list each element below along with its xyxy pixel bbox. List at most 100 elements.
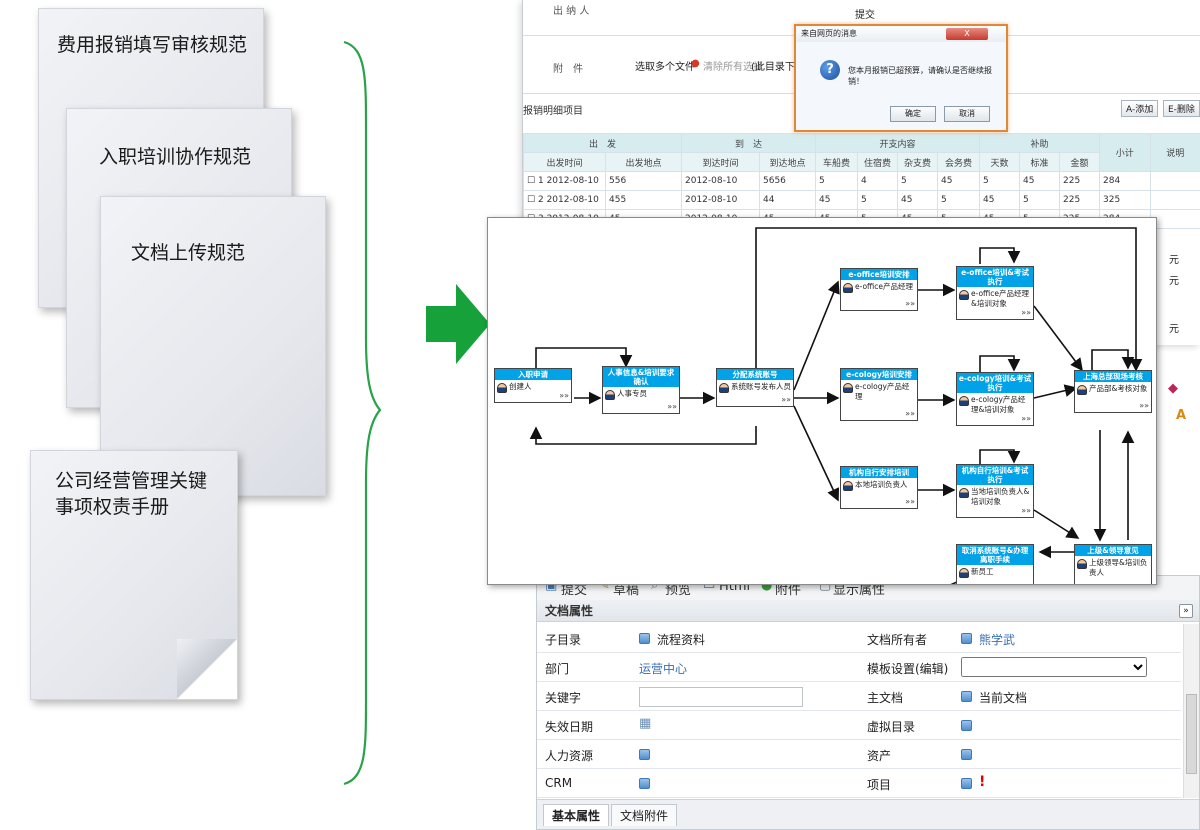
doc-card-upload: 文档上传规范 — [100, 196, 326, 496]
row-checkbox[interactable]: ☐ — [527, 195, 536, 205]
table-cell[interactable]: 556 — [605, 171, 682, 191]
attr-label: 人力资源 — [545, 749, 594, 763]
workflow-node-apply[interactable]: 入职申请 创建人»» — [494, 368, 572, 403]
template-select[interactable] — [961, 657, 1147, 677]
more-icon[interactable]: »» — [1139, 401, 1149, 410]
collapse-icon[interactable]: » — [1179, 604, 1193, 618]
workflow-node-ecology-schedule[interactable]: e-cology培训安排 e-cology产品经理»» — [840, 368, 918, 421]
person-icon — [959, 568, 969, 578]
table-cell[interactable]: 44 — [759, 190, 816, 210]
preview-button[interactable]: 预览 — [665, 583, 692, 598]
table-cell[interactable]: 45 — [897, 190, 938, 210]
workflow-node-cancel-account[interactable]: 取消系统账号&办理离职手续 新员工 — [956, 544, 1034, 584]
table-cell: 2012-08-10 — [546, 176, 599, 186]
table-cell[interactable]: 225 — [1059, 171, 1100, 191]
more-icon[interactable]: »» — [781, 395, 791, 404]
attr-value-link[interactable]: 熊学武 — [979, 633, 1016, 647]
calendar-icon[interactable]: ▦ — [639, 716, 652, 731]
more-icon[interactable]: »» — [905, 497, 915, 506]
more-icon[interactable]: »» — [1021, 414, 1031, 423]
tab-doc-attachments[interactable]: 文档附件 — [611, 804, 678, 826]
more-icon[interactable]: »» — [559, 391, 569, 400]
add-button[interactable]: A-添加 — [1121, 100, 1159, 117]
tab-basic-properties[interactable]: 基本属性 — [543, 804, 610, 826]
workflow-node-eoffice-exam[interactable]: e-office培训&考试执行 e-office产品经理&培训对象»» — [956, 266, 1034, 320]
table-cell[interactable]: 5 — [937, 190, 980, 210]
handler-label: 出 纳 人 — [553, 6, 590, 17]
more-icon[interactable]: »» — [905, 409, 915, 418]
submit-button[interactable]: 提交 — [561, 583, 588, 598]
lookup-icon[interactable] — [961, 631, 972, 645]
node-title: 机构自行安排培训 — [841, 467, 917, 478]
table-cell[interactable]: 4 — [857, 171, 898, 191]
lookup-icon[interactable] — [961, 689, 972, 703]
more-icon[interactable]: »» — [905, 299, 915, 308]
lookup-icon[interactable] — [639, 631, 650, 645]
alert-dialog: 来自网页的消息 X ? 您本月报销已超预算，请确认是否继续报销！ 确定 取消 — [794, 24, 1008, 132]
delete-button[interactable]: E-删除 — [1163, 100, 1200, 117]
workflow-node-hq-assessment[interactable]: 上海总部现场考核 产品部&考核对象»» — [1074, 370, 1152, 413]
attr-value-link[interactable]: 运营中心 — [639, 662, 688, 676]
attachment-icon[interactable]: ● — [761, 578, 773, 593]
table-cell[interactable]: 455 — [605, 190, 682, 210]
select-files-link[interactable]: 选取多个文件 — [635, 62, 695, 73]
workflow-node-hr-confirm[interactable]: 人事信息&培训要求确认 人事专员»» — [602, 366, 680, 414]
table-cell[interactable]: 5 — [979, 171, 1020, 191]
table-cell[interactable]: 5 — [897, 171, 938, 191]
scrollbar[interactable] — [1183, 624, 1199, 798]
connector — [1091, 349, 1135, 370]
show-properties-button[interactable]: 显示属性 — [833, 583, 886, 598]
workflow-node-local-exam[interactable]: 机构自行培训&考试执行 当地培训负责人&培训对象»» — [956, 464, 1034, 518]
lookup-icon[interactable] — [639, 747, 650, 761]
lookup-icon[interactable] — [961, 776, 972, 790]
table-cell[interactable]: 2012-08-10 — [681, 190, 760, 210]
table-cell[interactable]: 5656 — [759, 171, 816, 191]
ok-button[interactable]: 确定 — [890, 106, 936, 122]
lookup-icon[interactable] — [961, 747, 972, 761]
clear-selection-link[interactable]: 清除所有选择 — [703, 62, 763, 73]
workflow-node-eoffice-schedule[interactable]: e-office培训安排 e-office产品经理»» — [840, 268, 918, 311]
table-cell[interactable]: 45 — [937, 171, 980, 191]
lookup-icon[interactable] — [639, 776, 650, 790]
connector — [979, 355, 1021, 372]
row-checkbox[interactable]: ☐ — [527, 176, 536, 186]
attr-value: 当前文档 — [979, 691, 1028, 705]
draft-button[interactable]: 草稿 — [613, 583, 640, 598]
preview-icon[interactable]: ⌕ — [651, 578, 659, 593]
more-icon[interactable]: »» — [667, 402, 677, 411]
required-mark: ! — [979, 774, 986, 790]
attachment-button[interactable]: 附件 — [775, 583, 802, 598]
node-owner: 当地培训负责人&培训对象 — [971, 487, 1030, 506]
close-button[interactable]: X — [946, 28, 988, 40]
workflow-node-ecology-exam[interactable]: e-cology培训&考试执行 e-cology产品经理&培训对象»» — [956, 372, 1034, 426]
more-icon[interactable]: »» — [1021, 308, 1031, 317]
table-cell: 2012-08-10 — [546, 195, 599, 205]
clear-selection-icon[interactable]: ● — [691, 58, 700, 69]
draft-icon[interactable]: ✎ — [599, 578, 610, 593]
table-cell[interactable]: 45 — [815, 190, 858, 210]
table-cell[interactable]: 5 — [857, 190, 898, 210]
table-cell[interactable]: 5 — [815, 171, 858, 191]
table-cell[interactable]: 45 — [1019, 171, 1060, 191]
node-owner: 上级领导&培训负责人 — [1089, 558, 1148, 577]
lookup-icon[interactable] — [961, 718, 972, 732]
table-cell[interactable]: 225 — [1059, 190, 1100, 210]
scrollbar-thumb[interactable] — [1186, 694, 1197, 774]
font-color-icon[interactable]: A — [1176, 408, 1187, 423]
table-cell[interactable]: 45 — [979, 190, 1020, 210]
table-row: ☐ 2 2012-08-10 455 2012-08-10 44 45 5 45… — [523, 190, 1200, 210]
keyword-input[interactable] — [639, 687, 803, 707]
connector — [1033, 384, 1078, 399]
node-title: e-office培训&考试执行 — [957, 267, 1033, 287]
node-owner: 创建人 — [509, 382, 532, 391]
workflow-node-assign-account[interactable]: 分配系统账号 系统账号发布人员»» — [716, 368, 794, 407]
workflow-node-leader-opinion[interactable]: 上级&领导意见 上级领导&培训负责人 — [1074, 544, 1152, 584]
handler-menu-item[interactable]: 提交 — [855, 10, 875, 21]
workflow-node-local-schedule[interactable]: 机构自行安排培训 本地培训负责人»» — [840, 466, 918, 509]
more-icon[interactable]: »» — [1021, 506, 1031, 515]
eraser-icon[interactable]: ◆ — [1168, 381, 1178, 396]
connector — [979, 449, 1021, 464]
cancel-button[interactable]: 取消 — [944, 106, 990, 122]
table-cell[interactable]: 5 — [1019, 190, 1060, 210]
table-cell[interactable]: 2012-08-10 — [681, 171, 760, 191]
